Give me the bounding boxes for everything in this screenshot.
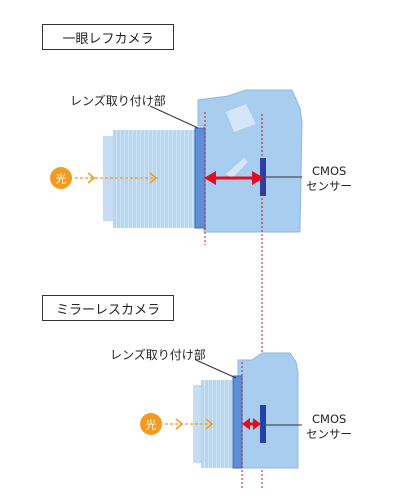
dslr-sensor-label-line1: CMOS [312, 164, 347, 178]
mirrorless-light-chevron-1 [175, 418, 184, 430]
dslr-sensor [260, 158, 266, 196]
mirrorless-mount-leader [195, 359, 237, 379]
mirrorless-sensor-label-line1: CMOS [312, 412, 347, 426]
mirrorless-arrow-head-left [242, 418, 250, 430]
mirrorless-sensor [260, 405, 266, 443]
dslr-body [197, 89, 303, 233]
mirrorless-light-circle [140, 413, 162, 435]
mirrorless-light-chevron-2 [205, 418, 214, 430]
dslr-mount [194, 127, 206, 229]
mirrorless-mount-label: レンズ取り付け部 [110, 348, 206, 362]
dslr-arrow-head-right [252, 171, 264, 185]
dslr-prism-highlight [226, 104, 256, 132]
dslr-mount-leader [149, 105, 199, 129]
dslr-sensor-label: CMOS センサー [306, 164, 352, 194]
dslr-mirror-highlight [226, 158, 248, 178]
mirrorless-body [237, 352, 299, 469]
dslr-title: 一眼レフカメラ [42, 24, 174, 50]
dslr-light-circle [50, 167, 72, 189]
dslr-mount-label: レンズ取り付け部 [70, 94, 166, 108]
mirrorless-light-label: 光 [146, 418, 157, 432]
dslr-lens-rear [103, 136, 115, 221]
dslr-light-chevron-1 [87, 172, 96, 184]
mirrorless-mount [232, 375, 243, 469]
mirrorless-sensor-label-line2: センサー [306, 427, 352, 441]
dslr-light-chevron-2 [149, 172, 158, 184]
dslr-arrow-head-left [204, 171, 216, 185]
dslr-light-label: 光 [56, 172, 67, 186]
mirrorless-sensor-label: CMOS センサー [306, 412, 352, 442]
mirrorless-camera: 光 [140, 352, 302, 490]
mirrorless-arrow-head-right [253, 418, 261, 430]
mirrorless-title: ミラーレスカメラ [42, 295, 174, 321]
dslr-sensor-label-line2: センサー [306, 179, 352, 193]
